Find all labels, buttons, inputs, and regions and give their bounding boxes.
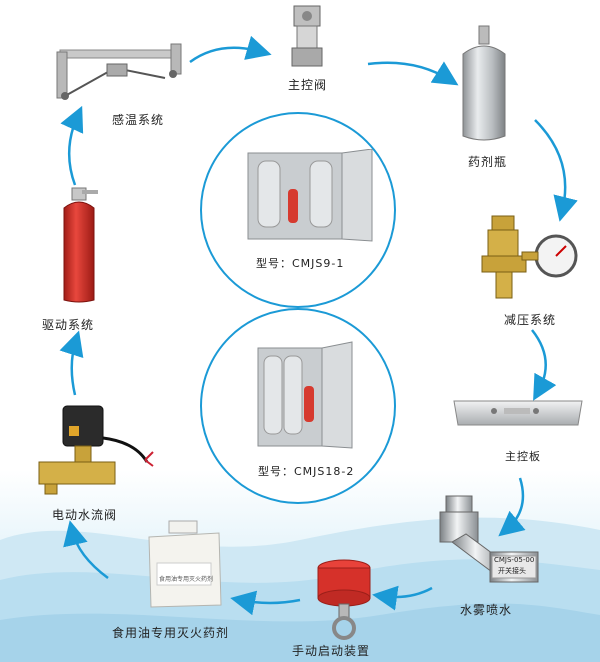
- cabinet-2-illustration: [257, 341, 353, 449]
- cabinet-1-illustration: [247, 149, 373, 242]
- cabinet-2-caption: 型号：CMJS18-2: [258, 465, 355, 478]
- label-temp-system: 感温系统: [112, 113, 165, 127]
- spray-tag-text: 开关接头: [498, 567, 526, 575]
- arrow-temp-to-valve: [189, 35, 272, 64]
- arrow-cylinder-to-pressure: [534, 119, 578, 222]
- main-board-illustration: [453, 400, 583, 426]
- temp-sensor-illustration: [56, 43, 182, 100]
- cabinet-1-caption: 型号：CMJS9-1: [256, 257, 345, 270]
- label-manual-start: 手动启动装置: [292, 644, 371, 658]
- agent-container-illustration: [148, 520, 222, 608]
- label-spray: 水雾喷水: [460, 603, 513, 617]
- agent-cylinder-illustration: [462, 25, 506, 141]
- arrow-pressure-to-board: [531, 329, 557, 401]
- spray-tag-model: CMJS-05-00: [494, 556, 535, 564]
- arrow-valve-to-cylinder: [367, 61, 459, 86]
- arrow-board-to-spray: [498, 477, 526, 537]
- arrow-agent-to-watervalve: [63, 520, 109, 580]
- water-valve-illustration: [38, 405, 154, 495]
- drive-cylinder-illustration: [63, 187, 98, 303]
- arrow-watervalve-to-drive: [59, 330, 84, 396]
- main-valve-illustration: [291, 5, 323, 67]
- pressure-reducer-illustration: [481, 215, 578, 299]
- label-cylinder: 药剂瓶: [468, 155, 508, 169]
- arrow-spray-to-manual: [372, 585, 433, 611]
- label-main-valve: 主控阀: [288, 78, 328, 92]
- label-water-valve: 电动水流阀: [52, 508, 118, 522]
- agent-container-tag: 食用油专用灭火药剂: [159, 576, 214, 583]
- spray-nozzle-illustration: [439, 495, 539, 583]
- label-pressure-system: 减压系统: [504, 313, 557, 327]
- arrow-manual-to-agent: [230, 590, 301, 616]
- manual-start-illustration: [317, 559, 371, 640]
- label-main-board: 主控板: [505, 450, 541, 463]
- label-agent: 食用油专用灭火药剂: [112, 626, 230, 640]
- label-drive-system: 驱动系统: [42, 318, 95, 332]
- arrow-drive-to-temp: [60, 105, 84, 186]
